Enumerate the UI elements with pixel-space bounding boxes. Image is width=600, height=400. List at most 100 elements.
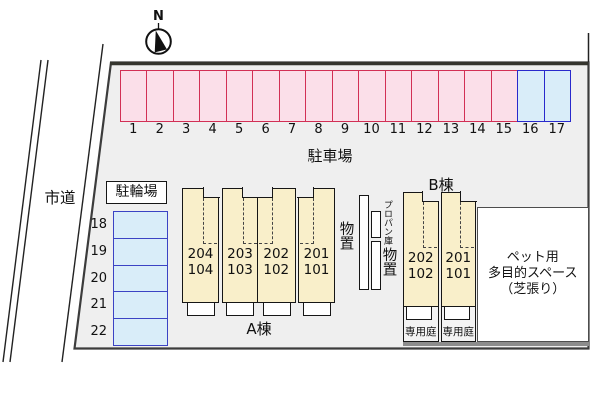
bicycle-stall-number-19: 19 <box>90 243 107 259</box>
road-edge-line-west-inner <box>9 59 49 363</box>
unit-number-lower: 104 <box>187 261 214 278</box>
unit-number-upper: 201 <box>445 250 472 266</box>
parking-stall-number-15: 15 <box>495 122 513 137</box>
parking-stall-7 <box>278 70 307 122</box>
stair-dashed-outline <box>422 202 437 248</box>
parking-stall-number-7: 7 <box>287 122 297 137</box>
parking-stall-3 <box>172 70 201 122</box>
parking-stall-6 <box>252 70 281 122</box>
bicycle-stall-20 <box>112 264 168 293</box>
pet-area-line-3: （芝張り） <box>500 281 566 297</box>
storage-shed-tall <box>358 194 369 290</box>
unit-number-upper: 202 <box>407 250 434 266</box>
parking-stall-1 <box>120 70 148 122</box>
storage-right-label: 物置 <box>380 247 397 276</box>
parking-stall-number-5: 5 <box>234 122 244 137</box>
unit-number-upper: 201 <box>303 246 330 262</box>
parking-stall-number-14: 14 <box>469 122 486 137</box>
entrance-porch-a-1 <box>186 301 215 316</box>
pet-area-line-2: 多目的スペース <box>488 265 578 281</box>
road-edge-line-east <box>61 43 104 363</box>
stair-dashed-outline <box>460 202 474 248</box>
bicycle-stall-22 <box>112 318 168 347</box>
bicycle-stall-number-22: 22 <box>90 324 107 340</box>
parking-stall-number-16: 16 <box>522 122 539 137</box>
parking-stall-13 <box>437 70 466 122</box>
building-b-label: B棟 <box>428 176 454 194</box>
pet-area: ペット用 多目的スペース （芝張り） <box>477 206 589 342</box>
parking-stall-15 <box>490 70 519 122</box>
entrance-porch-a-3 <box>263 301 291 316</box>
parking-stall-14 <box>464 70 493 122</box>
parking-stall-number-2: 2 <box>155 122 164 137</box>
parking-stall-2 <box>146 70 175 122</box>
building-a-label: A棟 <box>246 320 272 338</box>
parking-stall-number-8: 8 <box>314 122 323 137</box>
storage-left-label: 物置 <box>337 221 354 250</box>
parking-stall-12 <box>411 70 440 122</box>
entrance-porch-b-202 <box>406 307 432 320</box>
private-garden-label-202: 専用庭 <box>405 326 437 338</box>
parking-stall-8 <box>305 70 334 122</box>
stair-notch <box>242 187 260 199</box>
private-garden-201: 専用庭 <box>440 307 476 342</box>
parking-stall-number-4: 4 <box>208 122 217 137</box>
stair-dashed-outline <box>203 198 217 244</box>
stair-dashed-outline <box>300 198 314 244</box>
parking-stall-5 <box>225 70 254 122</box>
propane-label: プロパン庫 <box>382 200 392 245</box>
unit-number-upper: 204 <box>187 246 214 262</box>
bicycle-parking-label-box: 駐輪場 <box>106 181 167 204</box>
parking-stall-number-13: 13 <box>442 122 460 137</box>
parking-lot-label: 駐車場 <box>307 147 353 165</box>
bicycle-stall-21 <box>112 291 168 320</box>
bicycle-stall-number-21: 21 <box>90 297 107 313</box>
bicycle-stall-number-20: 20 <box>90 270 107 286</box>
parking-stall-number-6: 6 <box>261 122 270 137</box>
bicycle-stall-18 <box>112 211 168 240</box>
parking-stall-17 <box>543 70 572 122</box>
parking-stall-number-17: 17 <box>548 122 566 137</box>
stair-dashed-outline <box>259 198 273 244</box>
storage-shed-lower <box>370 240 381 290</box>
parking-stall-11 <box>384 70 413 122</box>
unit-number-lower: 101 <box>303 261 330 278</box>
stair-notch <box>202 187 220 199</box>
parking-stall-16 <box>517 70 546 122</box>
private-garden-label-201: 専用庭 <box>442 326 475 338</box>
unit-number-upper: 203 <box>227 246 253 262</box>
stair-notch <box>422 191 440 203</box>
parking-stall-10 <box>358 70 387 122</box>
private-garden-202: 専用庭 <box>403 307 439 342</box>
parking-stall-number-10: 10 <box>363 122 380 137</box>
road-edge-line-west-outer <box>2 59 42 363</box>
stair-dashed-outline <box>242 198 257 244</box>
parking-stall-number-1: 1 <box>129 122 138 137</box>
road-label: 市道 <box>44 189 76 207</box>
unit-number-lower: 103 <box>227 261 253 278</box>
stair-notch <box>256 187 274 199</box>
compass-north-label: N <box>153 9 164 24</box>
parking-stall-number-11: 11 <box>389 122 407 137</box>
stair-notch <box>297 187 315 199</box>
unit-number-lower: 102 <box>407 265 434 282</box>
entrance-porch-a-2 <box>226 301 254 316</box>
south-inner-boundary-strip <box>403 341 589 346</box>
parking-stall-number-3: 3 <box>182 122 191 137</box>
bicycle-stall-number-18: 18 <box>90 217 107 232</box>
entrance-porch-b-201 <box>443 307 470 320</box>
bicycle-stall-19 <box>112 237 168 267</box>
